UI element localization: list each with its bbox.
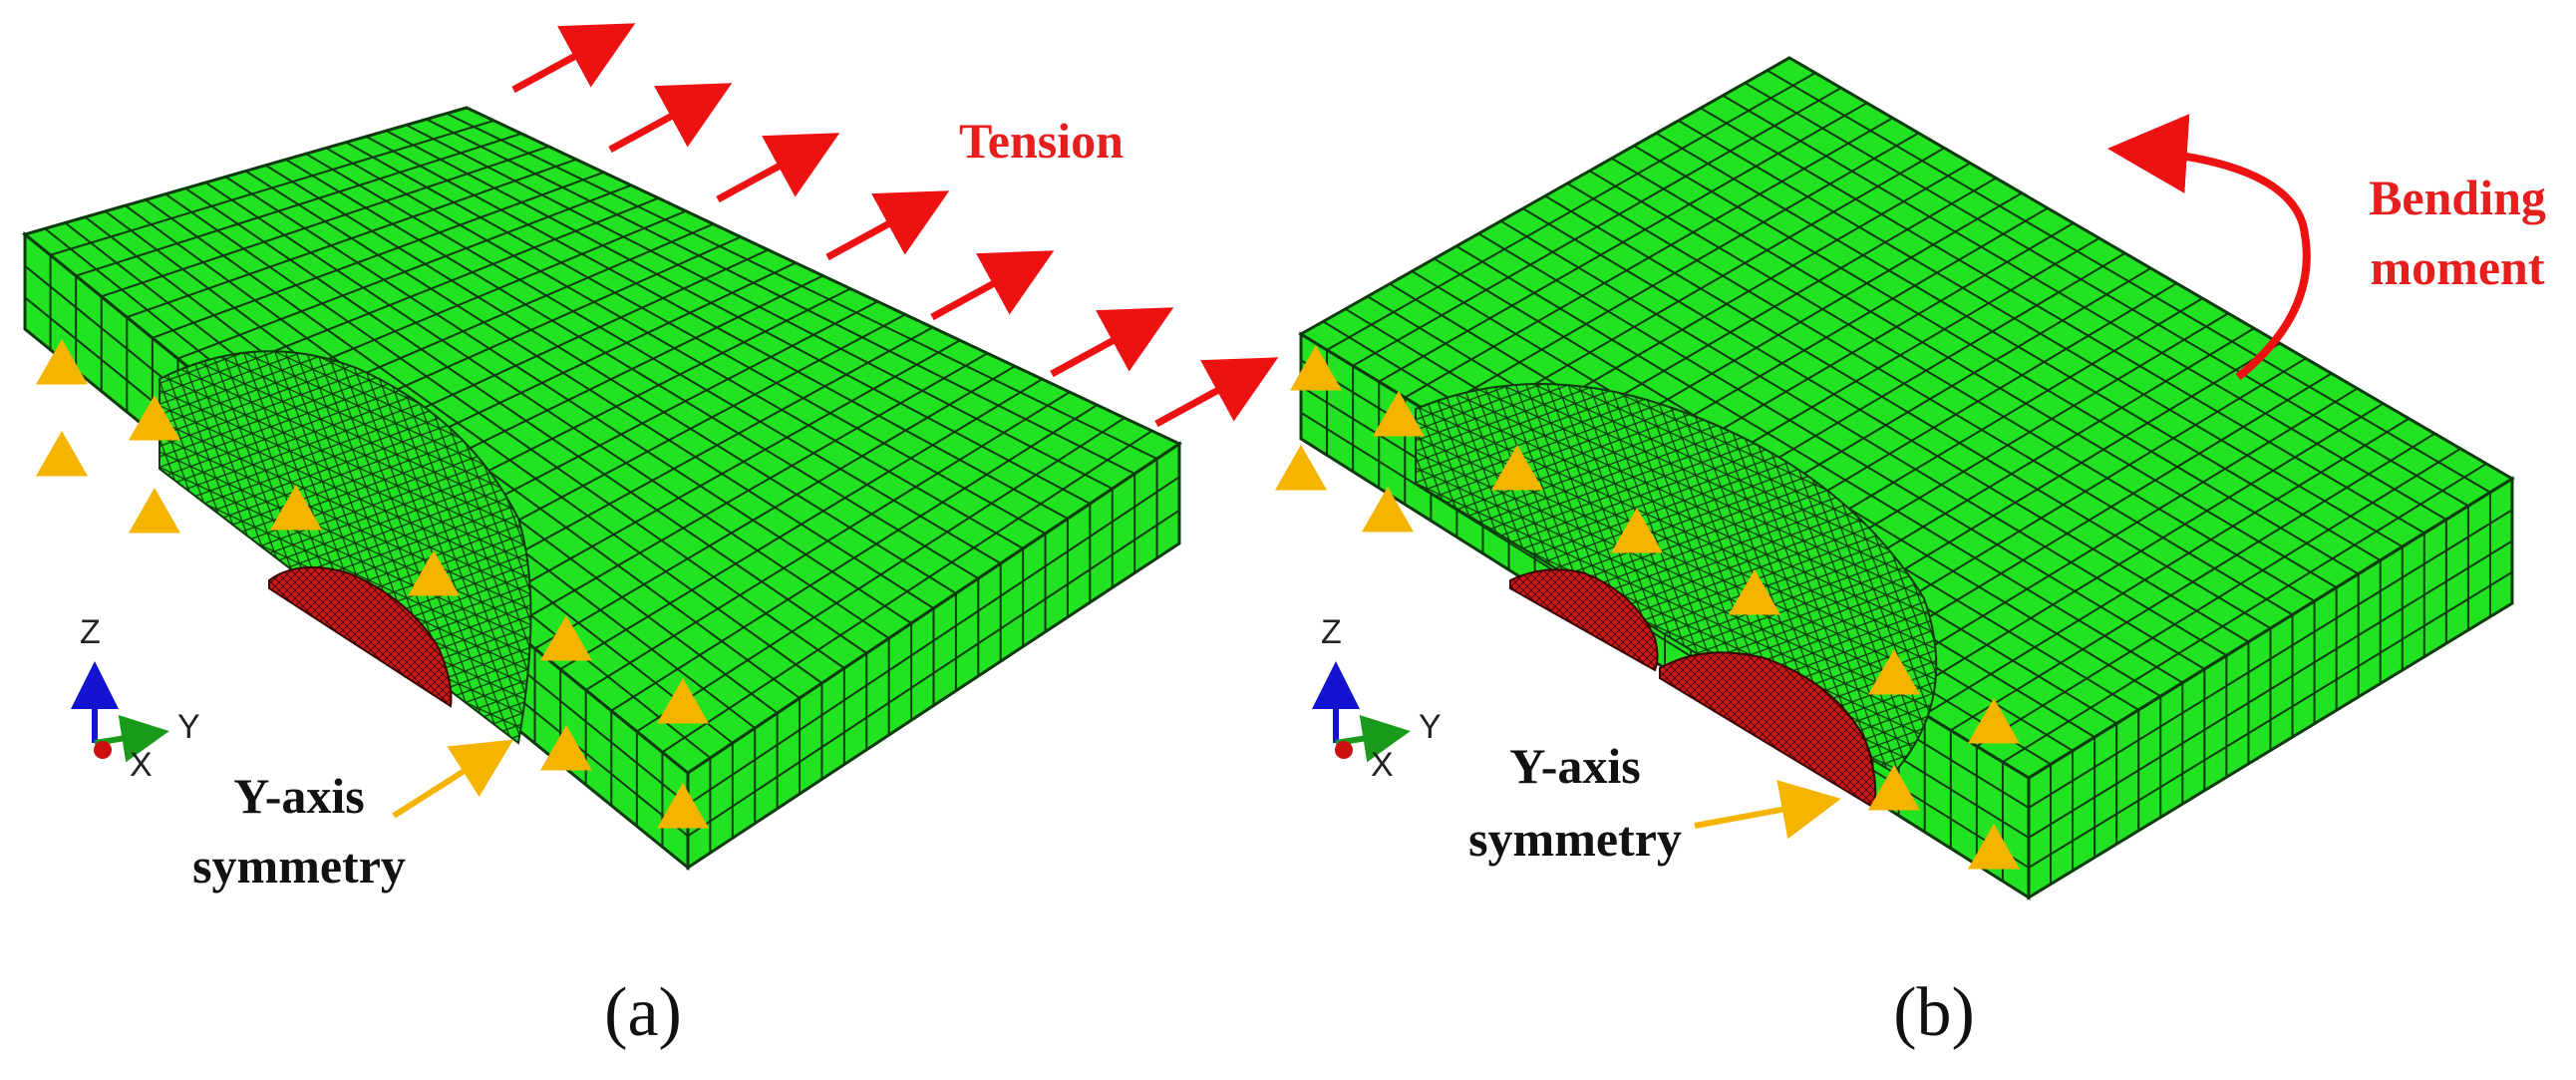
inclusion-b-1 [1509,568,1659,672]
constraint-triangle [408,550,460,596]
mesh-line [204,181,890,639]
mesh-line [446,112,1158,460]
mesh-line [365,135,1069,520]
panel-b: Bending moment Y-axis symmetry Z Y X (b) [1275,56,2546,1051]
tension-arrow [511,23,636,94]
constraint-triangle [540,615,592,661]
mesh-line [687,509,1180,838]
symmetry-label-a-line2: symmetry [192,838,406,894]
constraint-triangle [1729,569,1780,615]
triad-x-label: X [1371,746,1394,784]
constraint-triangle [1968,824,2020,870]
mesh-line [1633,145,2360,575]
tension-arrow [930,250,1055,321]
constraint-triangle [36,431,88,477]
caption-b: (b) [1893,974,1975,1051]
mesh-line [426,118,1135,475]
constraint-triangle [657,678,709,724]
symmetry-label-b-line1: Y-axis [1509,738,1641,794]
constraint-triangle [1868,765,1920,811]
constraint-triangle [1362,487,1414,533]
mesh-line [1589,170,2316,602]
load-label-tension: Tension [959,113,1124,169]
load-label-bending-line1: Bending [2369,170,2546,225]
constraint-triangle [36,339,88,385]
triad-x-label: X [130,746,153,784]
triad-z-label: Z [1321,613,1342,651]
mesh-line [285,159,979,579]
symmetry-label-b-line2: symmetry [1468,811,1682,867]
mesh-line [164,192,845,669]
slab-b-right-mesh [2028,492,2513,885]
mesh-line [1678,120,2404,548]
mesh-line [1744,82,2469,508]
axis-triad-b: Z Y X [1312,613,1442,784]
constraints-b [1275,345,2020,870]
mesh-line [1499,219,2227,657]
mesh-line [1700,107,2425,535]
mesh-line [184,186,867,654]
tension-arrow [716,133,840,203]
symmetry-pointer-b [1694,780,1841,840]
mesh-line [1544,194,2272,629]
inclusion-a [268,565,453,708]
mesh-line [385,130,1091,505]
tension-arrows [511,23,1279,428]
mesh-line [305,153,1002,564]
mesh-line [1655,132,2382,561]
mesh-line [265,164,957,594]
mesh-line [406,124,1114,490]
tension-arrow [825,190,950,261]
slab-b-refined-region [1415,383,1938,775]
triad-y-label: Y [1419,708,1442,746]
mesh-line [325,147,1024,549]
mesh-line [1477,232,2205,670]
slab-a-right-mesh [687,459,1180,854]
constraint-triangle [1290,345,1342,391]
mesh-line [687,476,1180,806]
slab-a-refined-region [159,350,532,745]
constraint-triangle [540,725,592,771]
constraint-triangle [657,783,709,829]
constraint-triangle [1968,698,2020,744]
constraint-triangle [1275,445,1327,491]
constraint-triangle [270,485,322,531]
constraint-triangle [1491,445,1543,491]
mesh-line [1522,207,2249,643]
mesh-line [1767,69,2491,494]
mesh-line [1611,157,2338,588]
tension-arrow [608,83,733,154]
mesh-line [224,176,912,624]
axis-triad-a: Z Y X [71,613,200,784]
mesh-line [145,198,823,684]
triad-y-label: Y [177,708,200,746]
constraint-triangle [1373,391,1425,437]
mesh-line [1455,245,2183,684]
constraint-triangle [129,395,180,441]
bending-moment-arrow [2107,114,2311,381]
panel-a: Tension Y-axis symmetry Z Y X (a) [21,23,1279,1051]
mesh-line [1722,94,2447,521]
tension-arrow [1050,307,1174,378]
symmetry-pointer-a [392,739,514,819]
mesh-line [345,141,1047,535]
mesh-line [244,170,935,609]
mesh-line [2028,570,2513,869]
mesh-line [2028,540,2513,839]
triad-z-label: Z [80,613,101,651]
mesh-line [2028,509,2513,809]
load-label-bending-line2: moment [2371,239,2545,295]
symmetry-label-a-line1: Y-axis [233,768,365,824]
tension-arrow [1154,357,1279,428]
constraint-triangle [1868,649,1920,695]
constraint-triangle [1611,508,1663,553]
caption-a: (a) [604,974,682,1051]
constraints-a [36,339,709,829]
mesh-line [1566,182,2294,616]
constraint-triangle [129,488,180,534]
inclusion-b-2 [1659,651,1877,810]
